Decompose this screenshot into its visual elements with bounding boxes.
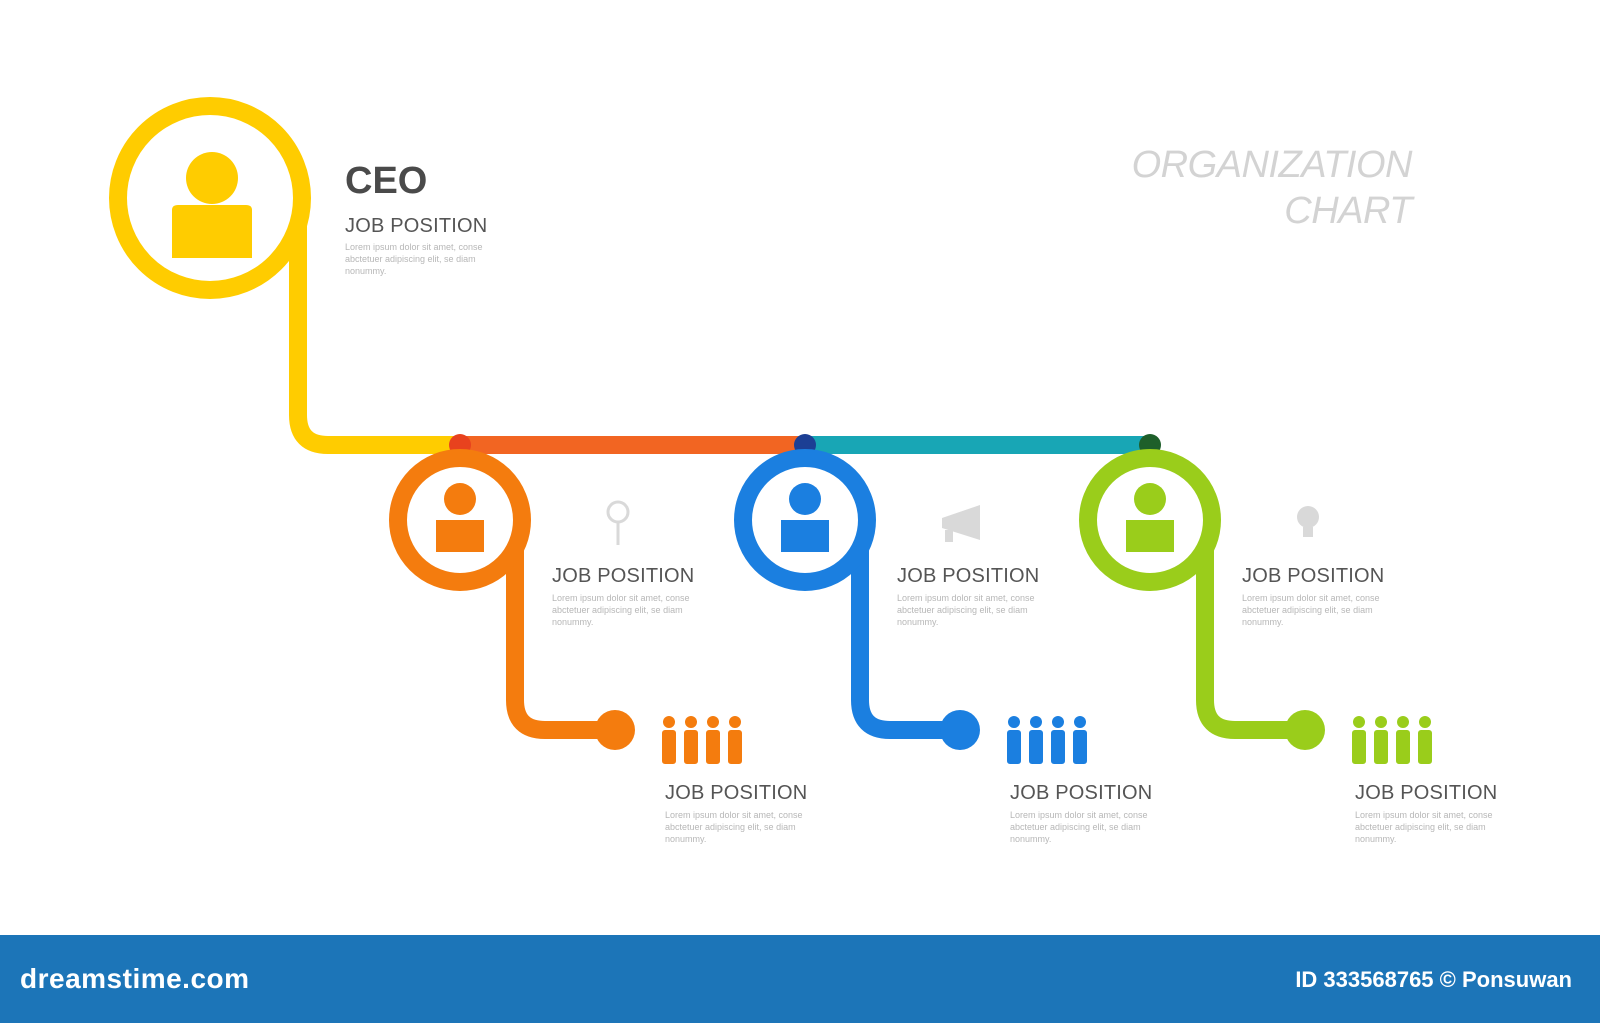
chart-title-line1: ORGANIZATION	[1131, 144, 1413, 186]
team-3-description: Lorem ipsum dolor sit amet, conse abctet…	[1355, 810, 1493, 844]
team-1-position: JOB POSITION	[665, 782, 808, 804]
footer-image-id: ID 333568765 © Ponsuwan	[1295, 967, 1572, 992]
footer-brand: dreamstime.com	[20, 963, 250, 994]
branch-1-position: JOB POSITION	[552, 565, 695, 587]
branch-2-position: JOB POSITION	[897, 565, 1040, 587]
ceo-position: JOB POSITION	[345, 215, 488, 237]
team-1-description: Lorem ipsum dolor sit amet, conse abctet…	[665, 810, 803, 844]
branch-orange	[389, 449, 742, 764]
branch-1-description: Lorem ipsum dolor sit amet, conse abctet…	[552, 593, 690, 627]
org-chart-diagram	[109, 97, 1432, 764]
ceo-name: CEO	[345, 160, 428, 202]
watermark-footer: dreamstime.com ID 333568765 © Ponsuwan	[0, 935, 1600, 1023]
ceo-person-icon	[172, 152, 252, 258]
chart-title-line2: CHART	[1284, 190, 1412, 232]
ceo-description: Lorem ipsum dolor sit amet, conse abctet…	[345, 242, 483, 276]
branch-2-description: Lorem ipsum dolor sit amet, conse abctet…	[897, 593, 1035, 627]
branch-3-position: JOB POSITION	[1242, 565, 1385, 587]
branch-green	[1079, 449, 1432, 764]
branch-3-description: Lorem ipsum dolor sit amet, conse abctet…	[1242, 593, 1380, 627]
ceo-connector	[289, 216, 469, 454]
team-3-position: JOB POSITION	[1355, 782, 1498, 804]
team-2-description: Lorem ipsum dolor sit amet, conse abctet…	[1010, 810, 1148, 844]
branch-blue	[734, 449, 1087, 764]
team-2-position: JOB POSITION	[1010, 782, 1153, 804]
